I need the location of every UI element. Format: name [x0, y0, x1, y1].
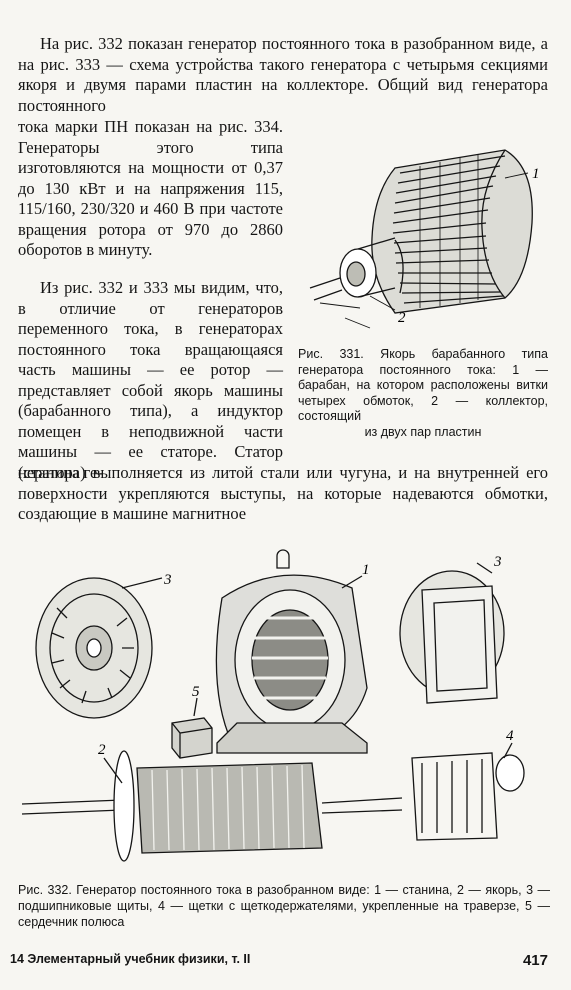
fig331-label-2: 2: [398, 310, 406, 326]
page-number: 417: [522, 952, 548, 969]
armature: [22, 750, 403, 862]
brush-gear: [411, 752, 525, 841]
figure-331-caption: Рис. 331. Якорь барабанного типа генерат…: [298, 347, 548, 440]
figure-331-caption-last: из двух пар пластин: [364, 424, 482, 439]
fig332-label-3-right: 3: [493, 554, 502, 570]
paragraph-1: На рис. 332 показан генератор постоянног…: [18, 34, 548, 115]
left-bearing-shield: [35, 577, 153, 719]
paragraph-2: тока марки ПН показан на рис. 334. Генер…: [18, 117, 283, 259]
fig332-label-1: 1: [362, 562, 370, 578]
figure-332-caption: Рис. 332. Генератор постоянного тока в р…: [18, 883, 550, 929]
figure-331-armature: 1 2: [309, 149, 540, 329]
pole-core: [171, 717, 213, 759]
paragraph-3: Из рис. 332 и 333 мы видим, что, в отлич…: [18, 278, 283, 482]
figure-331-caption-main: Рис. 331. Якорь барабанного типа генерат…: [298, 347, 548, 423]
fig332-label-4: 4: [506, 728, 514, 744]
paragraph-4: нератора) выполняется из литой стали или…: [18, 463, 548, 523]
page-footer: 14 Элементарный учебник физики, т. II 41…: [10, 952, 548, 969]
figure-332-generator: 1 2 3 3 4 5: [22, 549, 525, 862]
stator-frame: [215, 549, 368, 754]
right-bearing-shield: [399, 570, 505, 704]
fig332-label-5: 5: [192, 684, 200, 700]
fig331-label-1: 1: [532, 166, 540, 182]
fig332-label-3-left: 3: [163, 572, 172, 588]
fig332-label-2: 2: [98, 742, 106, 758]
footer-signature: 14 Элементарный учебник физики, т. II: [10, 952, 251, 966]
